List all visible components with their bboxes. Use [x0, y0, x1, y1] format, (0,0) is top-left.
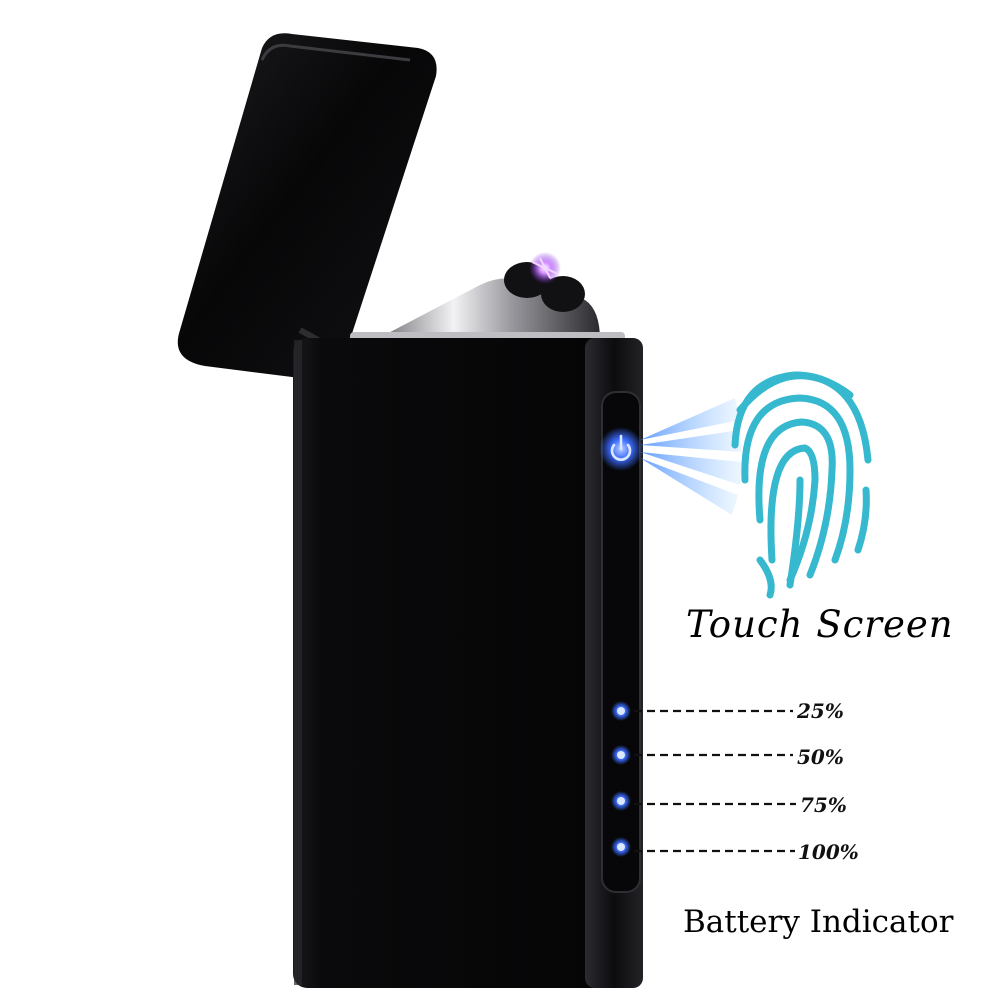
battery-indicator-label: Battery Indicator — [683, 904, 954, 940]
battery-level-75: 75% — [800, 793, 847, 817]
power-icon — [599, 427, 643, 471]
fingerprint-icon — [731, 371, 872, 599]
battery-level-100: 100% — [798, 840, 859, 864]
chrome-top — [350, 252, 625, 352]
lighter-body — [293, 338, 643, 988]
battery-level-25: 25% — [797, 699, 844, 723]
battery-leaders — [634, 709, 796, 853]
battery-level-50: 50% — [797, 745, 844, 769]
lighter-lid — [177, 33, 437, 379]
touch-beams — [640, 398, 742, 515]
battery-leds — [611, 701, 631, 857]
touch-screen-label: Touch Screen — [686, 603, 954, 646]
